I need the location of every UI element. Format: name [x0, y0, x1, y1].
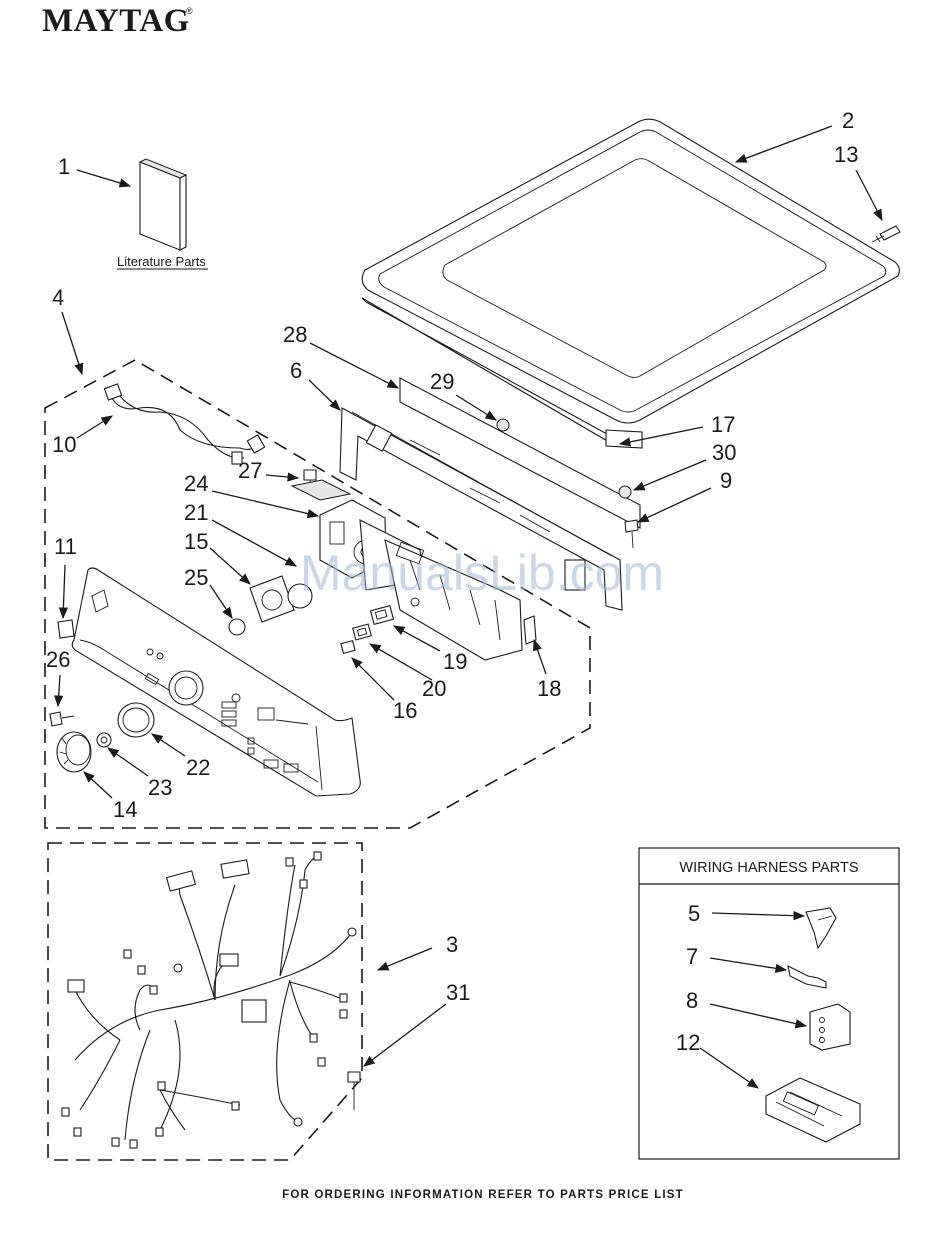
watermark: ManualsLib.com — [300, 545, 664, 601]
nut-29-icon — [497, 419, 509, 431]
callout-17: 17 — [711, 412, 735, 437]
callout-15: 15 — [184, 529, 208, 554]
connector-8-icon — [810, 1004, 850, 1050]
callout-6: 6 — [290, 358, 302, 383]
callout-8: 8 — [686, 988, 698, 1013]
knob-14-illustration — [57, 732, 91, 772]
callout-30: 30 — [712, 440, 736, 465]
brand-text: MAYTAG — [42, 3, 190, 39]
callout-19: 19 — [443, 649, 467, 674]
callout-2: 2 — [842, 108, 854, 133]
callout-23: 23 — [148, 775, 172, 800]
switch-20-icon — [353, 624, 372, 640]
callout-28: 28 — [283, 322, 307, 347]
callout-22: 22 — [186, 755, 210, 780]
washer-25-icon — [229, 619, 245, 635]
registered-mark: ® — [186, 6, 193, 16]
console-panel-illustration — [72, 568, 360, 796]
callout-27: 27 — [238, 458, 262, 483]
callout-3: 3 — [446, 932, 458, 957]
switch-19-icon — [371, 606, 394, 625]
console-harness-10-illustration — [104, 384, 264, 464]
screw-26-icon — [50, 712, 74, 726]
knob-ring-22-illustration — [118, 703, 154, 737]
nut-30-icon — [619, 486, 631, 498]
screw-31-icon — [348, 1072, 360, 1110]
literature-booklet-illustration — [140, 159, 186, 250]
switch-16-icon — [341, 641, 355, 654]
screw-9-icon — [625, 520, 638, 548]
callout-24: 24 — [184, 471, 208, 496]
callout-14: 14 — [113, 797, 137, 822]
screw-27-icon — [292, 470, 350, 500]
clip-18-icon — [524, 616, 536, 644]
main-harness-3-outline — [48, 843, 362, 1160]
callout-9: 9 — [720, 468, 732, 493]
callout-10: 10 — [52, 432, 76, 457]
callout-29: 29 — [430, 369, 454, 394]
callout-13: 13 — [834, 142, 858, 167]
footer-ordering-note: FOR ORDERING INFORMATION REFER TO PARTS … — [282, 1189, 684, 1201]
callout-18: 18 — [537, 676, 561, 701]
callout-4: 4 — [52, 285, 64, 310]
callout-20: 20 — [422, 676, 446, 701]
main-harness-3-illustration — [62, 852, 356, 1148]
knob-insert-23-icon — [97, 733, 111, 747]
callout-21: 21 — [184, 500, 208, 525]
callout-12: 12 — [676, 1030, 700, 1055]
callout-16: 16 — [393, 698, 417, 723]
part-17-strip-end — [606, 430, 642, 448]
brand-logo: MAYTAG ® — [42, 3, 193, 39]
wiring-box-title: WIRING HARNESS PARTS — [679, 860, 858, 876]
screw-13-icon — [872, 226, 900, 242]
literature-parts-label: Literature Parts — [117, 254, 206, 269]
callout-31: 31 — [446, 980, 470, 1005]
callout-25: 25 — [184, 565, 208, 590]
callout-1: 1 — [58, 154, 70, 179]
callout-7: 7 — [686, 944, 698, 969]
connector-11-icon — [58, 620, 74, 638]
callout-26: 26 — [46, 647, 70, 672]
callout-5: 5 — [688, 901, 700, 926]
callout-11: 11 — [54, 534, 77, 559]
